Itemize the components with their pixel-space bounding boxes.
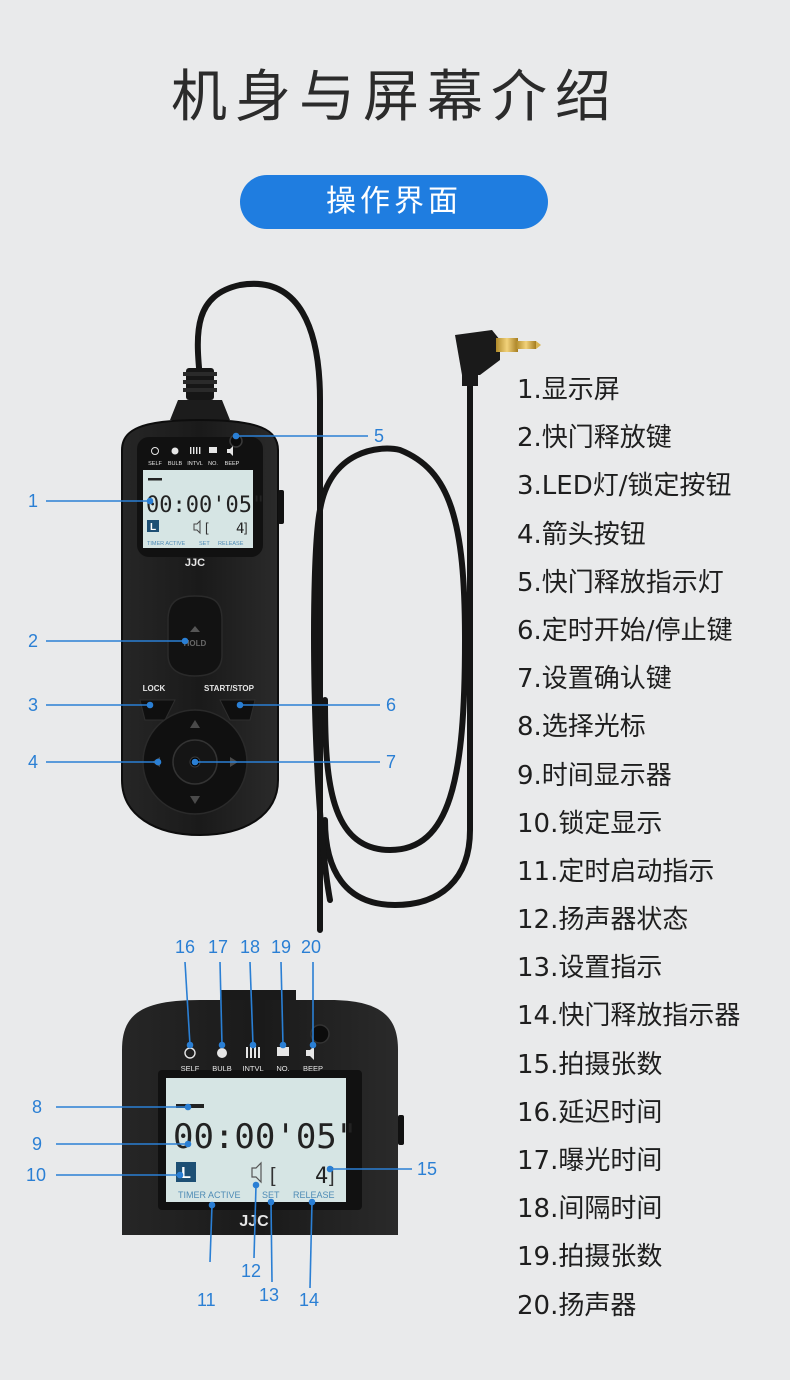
detail-icon-label-intvl: INTVL <box>242 1064 263 1073</box>
callout-4: 4 <box>28 752 39 772</box>
legend-item: 19.拍摄张数 <box>517 1242 663 1273</box>
lcd-status-timer: TIMER ACTIVE <box>147 541 186 547</box>
lcd-detail-bracket-close: ] <box>329 1165 335 1187</box>
legend-item: 7.设置确认键 <box>517 664 672 695</box>
detail-icon-label-self: SELF <box>181 1064 200 1073</box>
legend-item: 8.选择光标 <box>517 712 646 743</box>
legend-item: 13.设置指示 <box>517 953 663 984</box>
callout-15: 15 <box>417 1159 438 1179</box>
lcd-time: 00:00'05" <box>146 493 265 518</box>
lcd-detail-lock-glyph: L <box>181 1165 191 1182</box>
lcd-lock-glyph: L <box>150 522 156 533</box>
lcd-status-release: RELEASE <box>218 541 244 547</box>
detail-frames-icon <box>277 1047 289 1056</box>
lcd-icon-row: SELF BULB INTVL NO. BEEP <box>148 446 240 467</box>
lcd-status-set: SET <box>199 541 210 547</box>
callout-17: 17 <box>208 937 229 957</box>
lcd-screen: 00:00'05" L [ 4 ] TIMER ACTIVE SET RELEA… <box>143 470 265 548</box>
callout-7: 7 <box>386 752 397 772</box>
callout-lines-zoom <box>56 961 412 1289</box>
callout-19: 19 <box>271 937 292 957</box>
hold-label: HOLD <box>184 639 207 648</box>
lcd-detail-time: 00:00'05" <box>173 1117 357 1157</box>
lcd-icon-label-bulb: BULB <box>168 461 183 467</box>
legend-item: 11.定时启动指示 <box>517 856 715 887</box>
legend-list: 1.显示屏 2.快门释放键 3.LED灯/锁定按钮 4.箭头按钮 5.快门释放指… <box>517 370 740 1334</box>
lcd-detail-status-timer: TIMER ACTIVE <box>178 1190 241 1200</box>
legend-item: 20.扬声器 <box>517 1290 637 1321</box>
lock-label: LOCK <box>143 684 166 693</box>
aperture-icon <box>171 447 179 455</box>
lcd-bracket: [ <box>205 520 209 535</box>
legend-item: 15.拍摄张数 <box>517 1049 663 1080</box>
legend-item: 18.间隔时间 <box>517 1194 663 1225</box>
legend-item: 4.箭头按钮 <box>517 519 646 550</box>
detail-icon-label-no: NO. <box>276 1064 289 1073</box>
callout-5: 5 <box>374 426 385 446</box>
callout-3: 3 <box>28 695 39 715</box>
page-title: 机身与屏幕介绍 <box>171 65 619 130</box>
legend-item: 3.LED灯/锁定按钮 <box>517 471 732 502</box>
legend-item: 9.时间显示器 <box>517 760 672 791</box>
lcd-count: 4 <box>236 521 244 537</box>
legend-item: 1.显示屏 <box>517 375 620 405</box>
timer-icon <box>151 447 159 455</box>
callout-13: 13 <box>259 1285 280 1305</box>
shutter-release-button[interactable]: HOLD <box>167 595 223 677</box>
lcd-detail-icon-row: SELF BULB INTVL NO. BEEP <box>181 1046 323 1073</box>
lcd-icon-label-no: NO. <box>208 461 218 467</box>
callout-9: 9 <box>32 1134 43 1154</box>
legend-item: 17.曝光时间 <box>517 1146 663 1176</box>
lcd-icon-label-intvl: INTVL <box>187 461 203 467</box>
detail-aperture-icon <box>217 1048 227 1058</box>
callout-lines-main <box>46 432 380 766</box>
callout-11: 11 <box>197 1290 216 1310</box>
legend-item: 6.定时开始/停止键 <box>517 615 733 646</box>
legend-item: 5.快门释放指示灯 <box>517 567 724 598</box>
lcd-icon-label-beep: BEEP <box>225 461 240 467</box>
lcd-detail: 00:00'05" L [ 4 ] TIMER ACTIVE SET RELEA… <box>122 990 404 1235</box>
callout-1: 1 <box>28 491 39 511</box>
legend-item: 16.延迟时间 <box>517 1097 663 1128</box>
callout-10: 10 <box>26 1165 47 1185</box>
lcd-icon-label-self: SELF <box>148 461 162 467</box>
lcd-speaker-status-icon <box>193 519 201 535</box>
callout-8: 8 <box>32 1097 43 1117</box>
legend-item: 2.快门释放键 <box>517 423 672 454</box>
frames-icon <box>209 447 217 453</box>
legend-item: 14.快门释放指示器 <box>517 1001 741 1032</box>
arrow-up-icon <box>190 720 200 728</box>
callout-20: 20 <box>301 937 322 957</box>
detail-icon-label-bulb: BULB <box>212 1064 232 1073</box>
detail-speaker-icon <box>306 1046 314 1060</box>
right-angle-plug <box>455 330 541 386</box>
section-label: 操作界面 <box>326 184 462 219</box>
speaker-icon <box>227 446 233 456</box>
detail-icon-label-beep: BEEP <box>303 1064 323 1073</box>
lcd-detail-bracket: [ <box>270 1165 276 1187</box>
section-label-pill: 操作界面 <box>240 175 548 229</box>
legend-item: 10.锁定显示 <box>517 808 663 839</box>
cable <box>194 280 473 933</box>
lcd-detail-status-release: RELEASE <box>293 1190 335 1200</box>
callout-18: 18 <box>240 937 261 957</box>
callout-12: 12 <box>241 1261 262 1281</box>
arrow-down-icon <box>190 796 200 804</box>
interval-icon <box>190 447 201 454</box>
legend-item: 12.扬声器状态 <box>517 905 689 936</box>
lcd-detail-speaker-icon <box>251 1161 262 1184</box>
detail-interval-icon <box>246 1047 260 1058</box>
start-stop-label: START/STOP <box>204 684 255 693</box>
callout-2: 2 <box>28 631 39 651</box>
callout-16: 16 <box>175 937 196 957</box>
callout-14: 14 <box>299 1290 320 1310</box>
lcd-detail-status-set: SET <box>262 1190 280 1200</box>
lcd-detail-count: 4 <box>315 1164 328 1189</box>
lcd-bracket-close: ] <box>244 520 248 535</box>
brand-logo: JJC <box>185 557 205 569</box>
callout-6: 6 <box>386 695 397 715</box>
